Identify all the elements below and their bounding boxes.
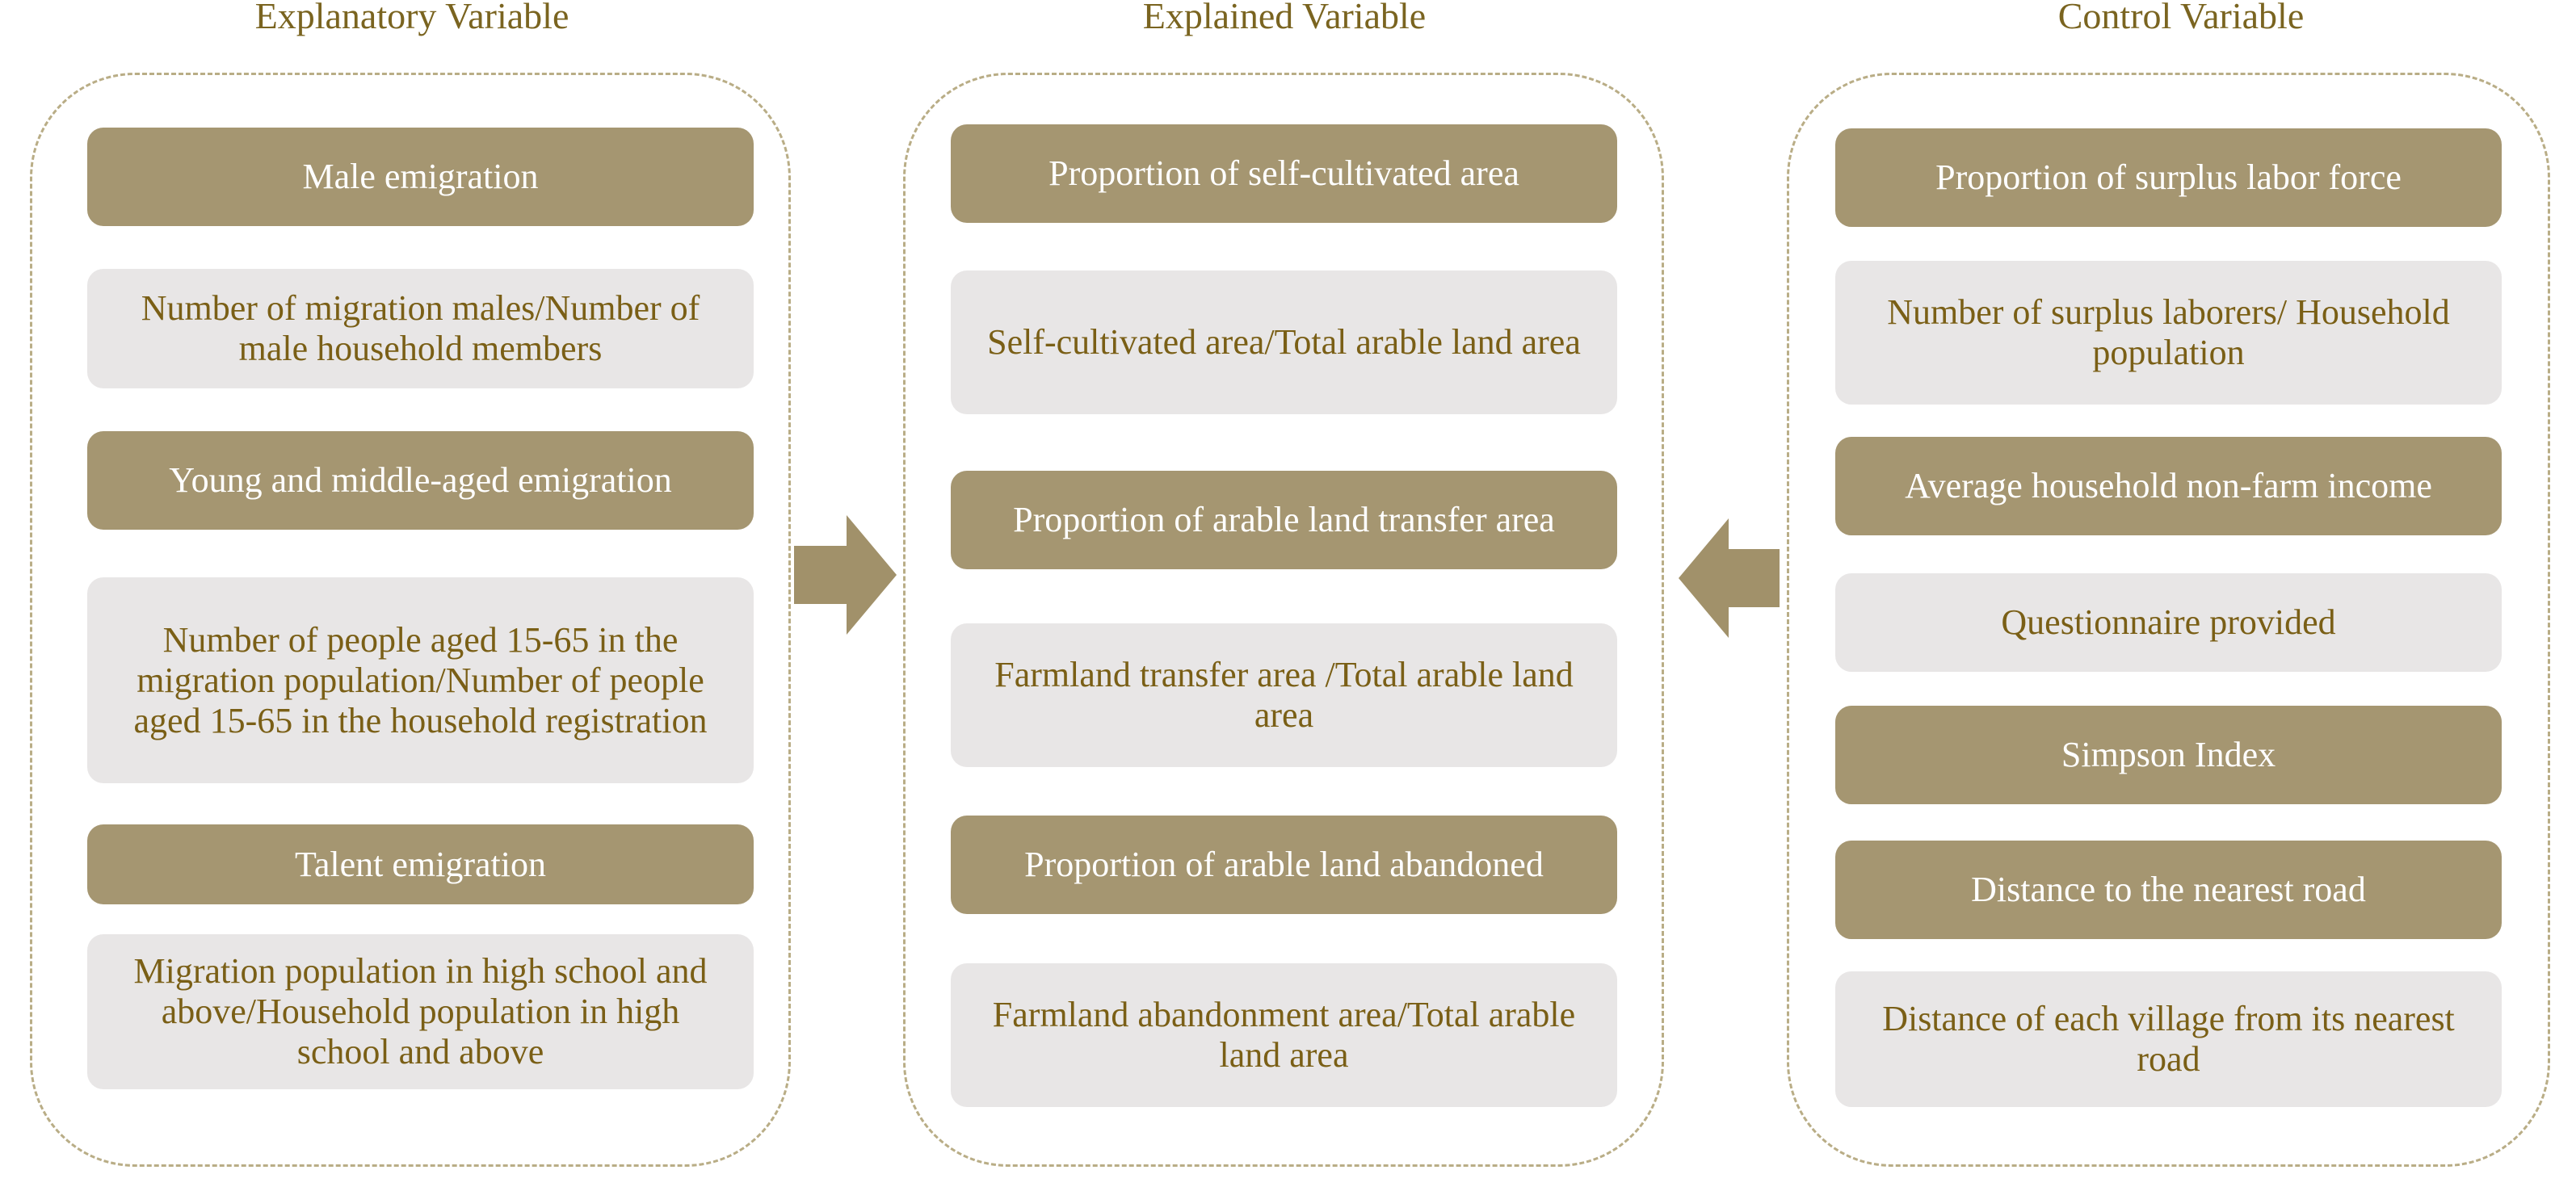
land-transfer-proportion-box: Proportion of arable land transfer area (951, 471, 1617, 569)
nearest-road-distance-box: Distance to the nearest road (1835, 841, 2502, 939)
self-cultivated-definition: Self-cultivated area/Total arable land a… (987, 322, 1581, 362)
young-middle-aged-emigration-label: Young and middle-aged emigration (169, 460, 672, 500)
explained-title: Explained Variable (1142, 0, 1427, 36)
non-farm-income-definition-box: Questionnaire provided (1835, 573, 2502, 672)
talent-emigration-definition-box: Migration population in high school and … (87, 934, 754, 1089)
land-abandoned-definition: Farmland abandonment area/Total arable l… (992, 995, 1576, 1075)
talent-emigration-label: Talent emigration (295, 844, 546, 884)
male-emigration-definition: Number of migration males/Number of male… (141, 288, 700, 368)
nearest-road-definition-box: Distance of each village from its neares… (1835, 971, 2502, 1107)
self-cultivated-proportion-label: Proportion of self-cultivated area (1048, 153, 1519, 193)
surplus-labor-proportion-label: Proportion of surplus labor force (1935, 157, 2402, 197)
land-transfer-definition: Farmland transfer area /Total arable lan… (994, 655, 1574, 735)
talent-emigration-box: Talent emigration (87, 824, 754, 904)
explained-panel: Proportion of self-cultivated area Self-… (903, 73, 1664, 1167)
nearest-road-definition: Distance of each village from its neares… (1882, 999, 2455, 1079)
right-arrow-icon (794, 515, 897, 635)
surplus-labor-definition-box: Number of surplus laborers/ Household po… (1835, 261, 2502, 405)
surplus-labor-proportion-box: Proportion of surplus labor force (1835, 128, 2502, 227)
young-middle-aged-emigration-box: Young and middle-aged emigration (87, 431, 754, 530)
self-cultivated-proportion-box: Proportion of self-cultivated area (951, 124, 1617, 223)
explanatory-panel: Male emigration Number of migration male… (30, 73, 791, 1167)
young-middle-aged-emigration-definition-box: Number of people aged 15-65 in the migra… (87, 577, 754, 783)
talent-emigration-definition: Migration population in high school and … (133, 951, 708, 1071)
land-abandoned-definition-box: Farmland abandonment area/Total arable l… (951, 963, 1617, 1107)
simpson-index-label: Simpson Index (2061, 735, 2276, 774)
male-emigration-box: Male emigration (87, 128, 754, 226)
non-farm-income-definition: Questionnaire provided (2001, 602, 2336, 642)
land-abandoned-proportion-box: Proportion of arable land abandoned (951, 816, 1617, 914)
land-abandoned-proportion-label: Proportion of arable land abandoned (1024, 845, 1544, 884)
non-farm-income-label: Average household non-farm income (1905, 466, 2432, 505)
land-transfer-definition-box: Farmland transfer area /Total arable lan… (951, 623, 1617, 767)
simpson-index-box: Simpson Index (1835, 706, 2502, 804)
control-panel: Proportion of surplus labor force Number… (1787, 73, 2550, 1167)
male-emigration-label: Male emigration (302, 157, 539, 196)
land-transfer-proportion-label: Proportion of arable land transfer area (1013, 500, 1555, 539)
self-cultivated-definition-box: Self-cultivated area/Total arable land a… (951, 270, 1617, 414)
nearest-road-distance-label: Distance to the nearest road (1971, 870, 2366, 909)
young-middle-aged-emigration-definition: Number of people aged 15-65 in the migra… (133, 619, 708, 740)
surplus-labor-definition: Number of surplus laborers/ Household po… (1887, 292, 2450, 372)
non-farm-income-box: Average household non-farm income (1835, 437, 2502, 535)
male-emigration-definition-box: Number of migration males/Number of male… (87, 269, 754, 388)
control-title: Control Variable (2057, 0, 2305, 36)
left-arrow-icon (1679, 518, 1780, 638)
explanatory-title: Explanatory Variable (254, 0, 569, 36)
